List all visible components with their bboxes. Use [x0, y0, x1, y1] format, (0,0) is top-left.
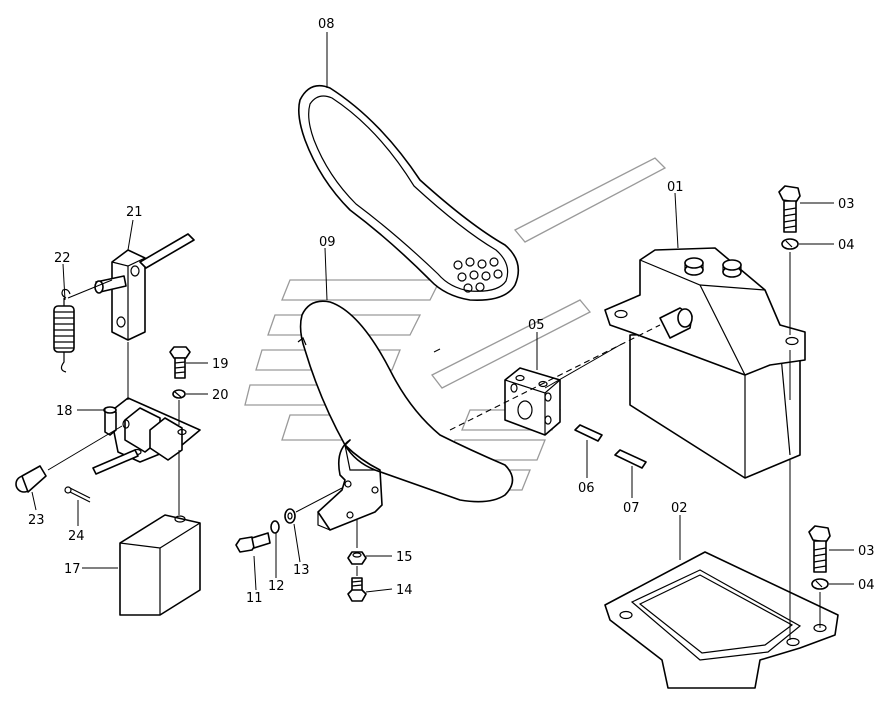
label-15: 15 [396, 550, 413, 565]
label-08: 08 [318, 17, 335, 32]
part-03-bolt-upper [778, 185, 801, 233]
label-09: 09 [319, 235, 336, 250]
label-04-upper: 04 [838, 238, 855, 253]
label-04-lower: 04 [858, 578, 875, 593]
label-03-upper: 03 [838, 197, 855, 212]
part-22-spring [53, 288, 75, 373]
part-19-bolt [169, 346, 191, 379]
part-07-pin [614, 449, 647, 469]
part-18-bracket [92, 397, 201, 475]
label-01: 01 [667, 180, 684, 195]
label-03-lower: 03 [858, 544, 875, 559]
label-20: 20 [212, 388, 229, 403]
part-13-washer [284, 508, 296, 524]
part-06-pin [574, 424, 603, 442]
label-17: 17 [64, 562, 81, 577]
part-04-washer-upper [781, 238, 799, 250]
housing-shaft [659, 307, 693, 339]
part-11-bolt [235, 532, 271, 553]
label-13: 13 [293, 563, 310, 578]
label-23: 23 [28, 513, 45, 528]
pedal-grip-pattern [453, 257, 503, 293]
callout-leaders [31, 32, 854, 593]
part-02-base-plate [604, 551, 839, 689]
part-labels: 08 01 03 04 21 09 22 05 19 20 18 06 07 0… [28, 17, 875, 606]
part-23-pin [15, 465, 47, 493]
part-17-block [119, 514, 201, 616]
label-12: 12 [268, 579, 285, 594]
part-14-bolt [347, 577, 367, 602]
label-24: 24 [68, 529, 85, 544]
part-20-washer [172, 389, 186, 399]
label-19: 19 [212, 357, 229, 372]
part-24-cotter-pin [64, 486, 91, 503]
part-01-housing [604, 247, 806, 479]
part-21-lever [94, 233, 195, 341]
assembly-lines [47, 252, 821, 640]
label-02: 02 [671, 501, 688, 516]
part-15-nut [347, 551, 367, 565]
label-18: 18 [56, 404, 73, 419]
part-09-pedal-bracket [297, 300, 514, 531]
label-07: 07 [623, 501, 640, 516]
label-11: 11 [246, 591, 263, 606]
label-22: 22 [54, 251, 71, 266]
part-04-washer-lower [811, 578, 829, 590]
label-21: 21 [126, 205, 143, 220]
part-08-pedal-pad [298, 84, 520, 302]
label-14: 14 [396, 583, 413, 598]
part-03-bolt-lower [808, 525, 831, 573]
label-05: 05 [528, 318, 545, 333]
label-06: 06 [578, 481, 595, 496]
part-05-block [504, 367, 561, 436]
part-12-lock-washer [270, 520, 280, 534]
